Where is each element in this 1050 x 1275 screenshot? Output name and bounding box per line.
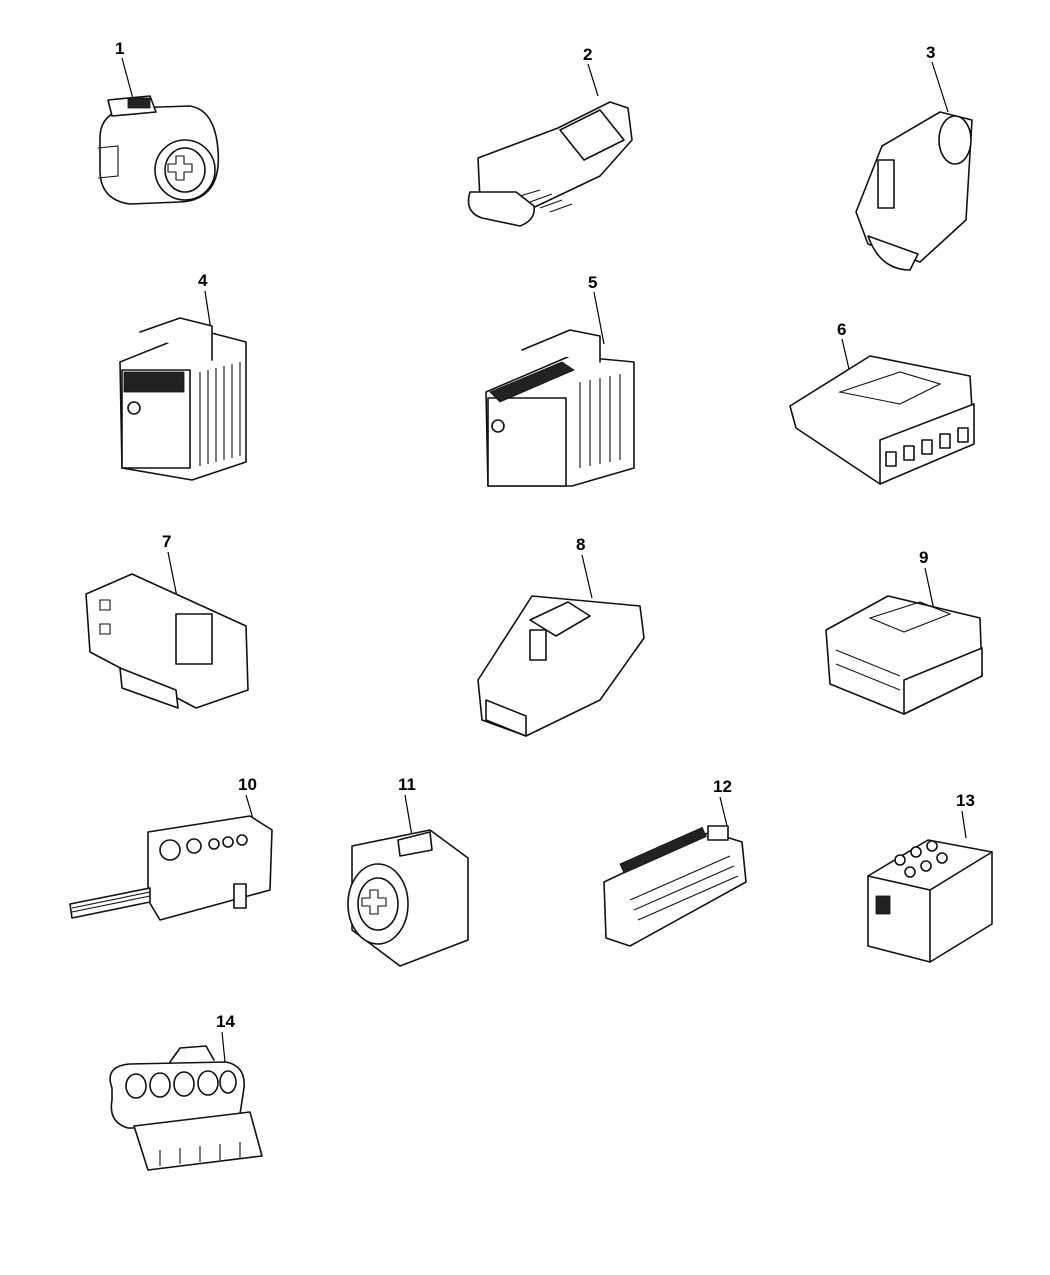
callout-label-12: 12 [713,777,732,796]
callout-label-11: 11 [398,775,416,794]
connector-part-5: 5 [485,273,635,487]
callout-label-5: 5 [588,273,597,292]
connector-part-12: 12 [603,777,747,947]
connector-part-11: 11 [347,775,469,967]
callout-label-6: 6 [837,320,846,339]
callout-label-9: 9 [919,548,928,567]
connector-part-7: 7 [85,532,249,709]
connector-part-4: 4 [119,271,247,481]
callout-label-14: 14 [216,1012,235,1031]
connector-part-8: 8 [477,535,645,737]
connector-part-1: 1 [97,39,220,205]
connector-part-3: 3 [855,43,973,271]
connector-part-14: 14 [109,1012,263,1171]
callout-label-10: 10 [238,775,257,794]
leader-line-5 [593,291,605,345]
connector-part-10: 10 [69,775,273,921]
callout-label-13: 13 [956,791,975,810]
leader-line-9 [924,567,935,611]
callout-label-2: 2 [583,45,592,64]
leader-line-13 [961,810,967,839]
callout-label-1: 1 [115,39,124,58]
callout-label-3: 3 [926,43,935,62]
connector-part-6: 6 [789,320,975,485]
leader-line-8 [581,554,593,599]
callout-label-4: 4 [198,271,208,290]
leader-line-11 [404,794,413,837]
callout-label-8: 8 [576,535,585,554]
connector-part-13: 13 [867,791,993,963]
connector-part-9: 9 [825,548,983,715]
connector-part-2: 2 [467,45,633,227]
leader-line-12 [719,796,729,831]
leader-line-2 [587,63,599,97]
callout-label-7: 7 [162,532,171,551]
leader-line-3 [931,61,949,113]
